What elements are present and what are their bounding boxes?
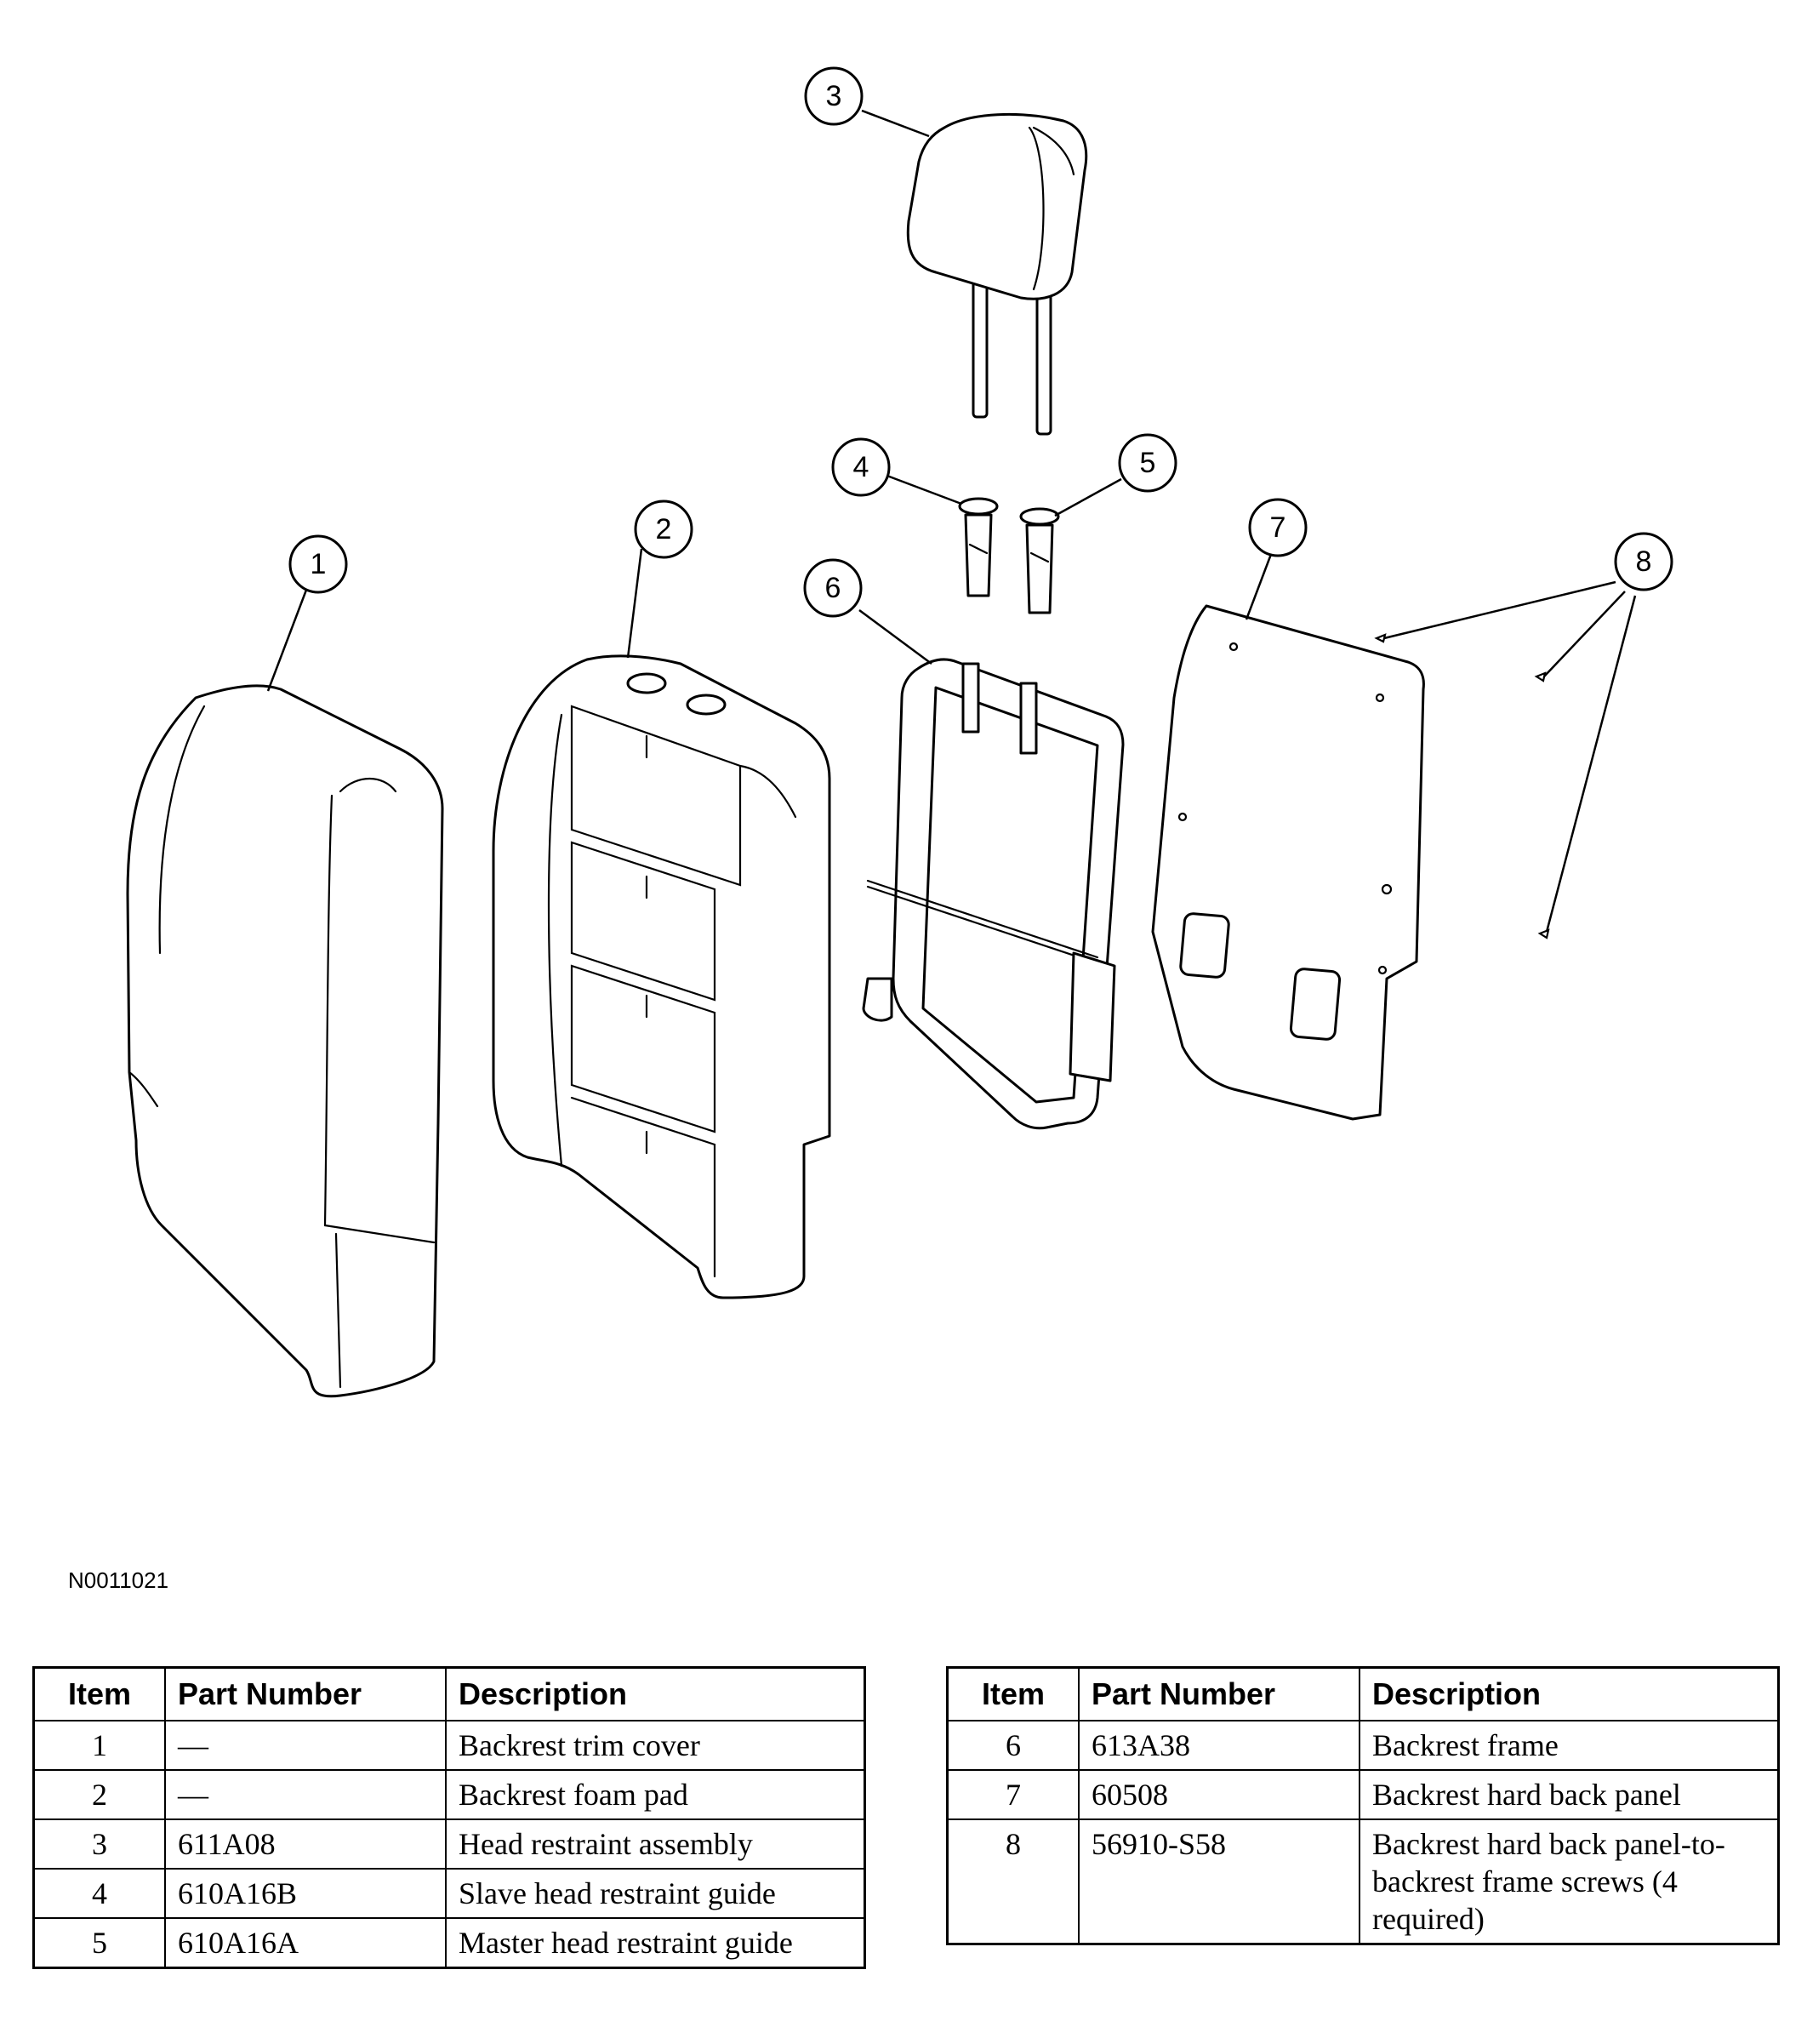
table-row: 8 56910-S58 Backrest hard back panel-to-…	[946, 1818, 1780, 1945]
svg-text:5: 5	[1140, 447, 1156, 479]
leader-lines	[266, 109, 1637, 933]
column-header-item: Item	[946, 1666, 1080, 1721]
item-cell: 3	[32, 1818, 166, 1870]
callout-1: 1	[288, 534, 348, 594]
item-cell: 4	[32, 1868, 166, 1919]
description-cell: Backrest hard back panel	[1359, 1769, 1780, 1820]
callout-7: 7	[1248, 498, 1308, 557]
description-cell: Head restraint assembly	[445, 1818, 866, 1870]
callout-5: 5	[1118, 433, 1177, 493]
svg-text:7: 7	[1270, 511, 1286, 544]
table-row: 7 60508 Backrest hard back panel	[946, 1769, 1780, 1820]
parts-table-right: Item Part Number Description 6 613A38 Ba…	[946, 1666, 1780, 1945]
part-number-cell: 60508	[1078, 1769, 1360, 1820]
description-cell: Backrest trim cover	[445, 1720, 866, 1771]
table-row: 1 — Backrest trim cover	[32, 1720, 866, 1771]
exploded-view-diagram: 1 2 3 4 5 6 7 8	[126, 66, 1673, 1398]
part-number-cell: 613A38	[1078, 1720, 1360, 1771]
table-header-row: Item Part Number Description	[946, 1666, 1780, 1721]
item-cell: 6	[946, 1720, 1080, 1771]
table-row: 6 613A38 Backrest frame	[946, 1720, 1780, 1771]
callout-3: 3	[804, 66, 864, 126]
table-row: 4 610A16B Slave head restraint guide	[32, 1868, 866, 1919]
part-number-cell: 56910-S58	[1078, 1818, 1360, 1945]
description-cell: Master head restraint guide	[445, 1917, 866, 1969]
description-cell: Slave head restraint guide	[445, 1868, 866, 1919]
callout-6: 6	[803, 558, 863, 618]
parts-table-left: Item Part Number Description 1 — Backres…	[32, 1666, 866, 1969]
part-number-cell: —	[164, 1720, 447, 1771]
item-cell: 5	[32, 1917, 166, 1969]
svg-text:2: 2	[656, 513, 672, 545]
table-header-row: Item Part Number Description	[32, 1666, 866, 1721]
column-header-item: Item	[32, 1666, 166, 1721]
column-header-part-number: Part Number	[1078, 1666, 1360, 1721]
table-row: 3 611A08 Head restraint assembly	[32, 1818, 866, 1870]
slave-head-restraint-guide	[958, 497, 999, 597]
item-cell: 8	[946, 1818, 1080, 1945]
backrest-foam-pad	[492, 654, 831, 1299]
description-cell: Backrest frame	[1359, 1720, 1780, 1771]
svg-text:3: 3	[826, 80, 842, 112]
item-cell: 2	[32, 1769, 166, 1820]
svg-text:6: 6	[825, 572, 841, 604]
description-cell: Backrest foam pad	[445, 1769, 866, 1820]
backrest-frame	[862, 658, 1125, 1130]
part-number-cell: 610A16A	[164, 1917, 447, 1969]
column-header-description: Description	[445, 1666, 866, 1721]
backrest-trim-cover	[126, 684, 444, 1398]
part-number-cell: —	[164, 1769, 447, 1820]
svg-text:4: 4	[853, 451, 869, 483]
svg-text:8: 8	[1636, 545, 1652, 578]
head-restraint-assembly	[906, 112, 1088, 436]
column-header-part-number: Part Number	[164, 1666, 447, 1721]
part-number-cell: 610A16B	[164, 1868, 447, 1919]
svg-text:1: 1	[311, 548, 327, 580]
callout-4: 4	[831, 437, 891, 497]
callout-2: 2	[634, 500, 693, 559]
item-cell: 7	[946, 1769, 1080, 1820]
table-row: 2 — Backrest foam pad	[32, 1769, 866, 1820]
column-header-description: Description	[1359, 1666, 1780, 1721]
backrest-hard-back-panel	[1151, 604, 1425, 1121]
item-cell: 1	[32, 1720, 166, 1771]
master-head-restraint-guide	[1019, 507, 1060, 614]
callout-8: 8	[1614, 532, 1673, 591]
description-cell: Backrest hard back panel-to-backrest fra…	[1359, 1818, 1780, 1945]
table-row: 5 610A16A Master head restraint guide	[32, 1917, 866, 1969]
figure-id: N0011021	[68, 1567, 169, 1593]
part-number-cell: 611A08	[164, 1818, 447, 1870]
